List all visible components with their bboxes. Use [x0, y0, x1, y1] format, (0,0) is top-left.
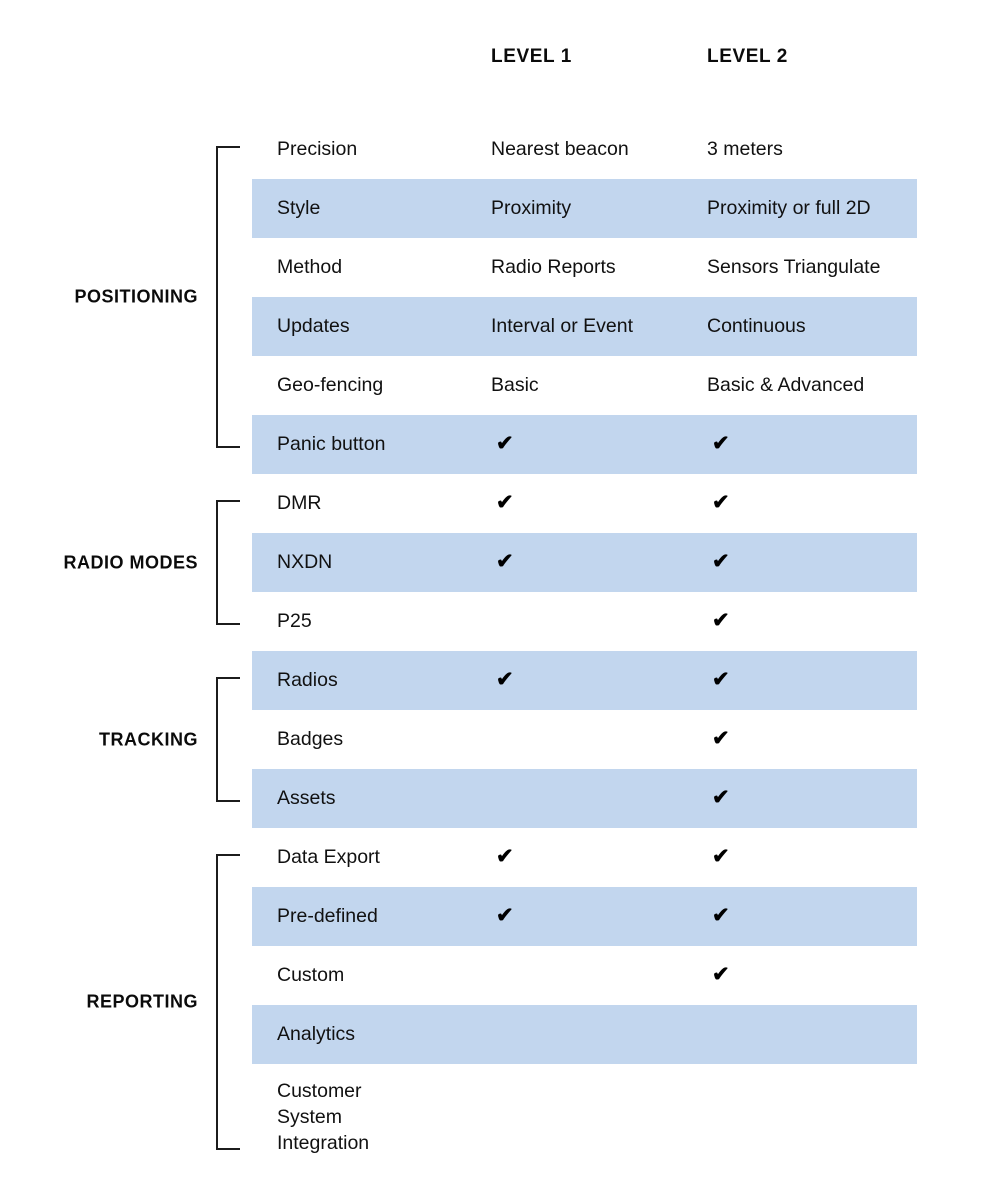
column-headers: LEVEL 1 LEVEL 2	[0, 46, 1000, 76]
column-header-level-2: LEVEL 2	[707, 46, 788, 67]
group-reporting: REPORTING	[0, 854, 260, 1150]
row-highlight-band	[252, 946, 917, 1005]
checkmark-icon: ✔	[496, 668, 514, 691]
feature-label: Geo-fencing	[277, 374, 384, 396]
checkmark-icon: ✔	[712, 963, 730, 986]
value-cell: Interval or Event	[491, 315, 633, 337]
group-label: POSITIONING	[74, 286, 198, 307]
value-cell: Proximity or full 2D	[707, 197, 871, 219]
feature-label: Badges	[277, 728, 344, 750]
row-highlight-band	[252, 415, 917, 474]
feature-label: P25	[277, 610, 312, 632]
value-cell: Proximity	[491, 197, 572, 219]
row-highlight-band	[252, 592, 917, 651]
column-header-level-1: LEVEL 1	[491, 46, 572, 67]
table-row: Analytics	[0, 1005, 1000, 1064]
feature-label: Analytics	[277, 1023, 356, 1045]
group-radio-modes: RADIO MODES	[0, 500, 260, 625]
feature-label: Radios	[277, 669, 338, 691]
checkmark-icon: ✔	[496, 491, 514, 514]
value-cell: Continuous	[707, 315, 806, 337]
value-cell: Basic & Advanced	[707, 374, 865, 396]
value-cell: Radio Reports	[491, 256, 616, 278]
checkmark-icon: ✔	[712, 786, 730, 809]
group-label: TRACKING	[99, 729, 198, 749]
table-row: Style Proximity Proximity or full 2D	[0, 179, 1000, 238]
value-cell: Basic	[491, 374, 539, 396]
table-row: Geo-fencing Basic Basic & Advanced	[0, 356, 1000, 415]
feature-label: Pre-defined	[277, 905, 378, 927]
row-highlight-band	[252, 297, 917, 356]
feature-label: Precision	[277, 138, 358, 160]
group-bracket	[216, 854, 240, 1150]
row-highlight-band	[252, 651, 917, 710]
feature-label: Updates	[277, 315, 350, 337]
table-row: Data Export ✔ ✔	[0, 828, 1000, 887]
feature-label: Custom	[277, 964, 345, 986]
group-bracket-rail: POSITIONING RADIO MODES TRACKING REPORTING	[0, 120, 260, 1180]
group-label: REPORTING	[86, 991, 198, 1012]
table-row: Radios ✔ ✔	[0, 651, 1000, 710]
row-highlight-band	[252, 887, 917, 946]
table-row: Method Radio Reports Sensors Triangulate	[0, 238, 1000, 297]
row-highlight-band	[252, 474, 917, 533]
value-cell: Sensors Triangulate	[707, 256, 881, 278]
feature-label: Data Export	[277, 846, 380, 868]
table-row: Updates Interval or Event Continuous	[0, 297, 1000, 356]
group-positioning: POSITIONING	[0, 146, 260, 448]
row-highlight-band	[252, 710, 917, 769]
feature-label: Assets	[277, 787, 336, 809]
table-row: Pre-defined ✔ ✔	[0, 887, 1000, 946]
group-label: RADIO MODES	[63, 552, 198, 572]
table-row: Assets ✔	[0, 769, 1000, 828]
feature-label: Style	[277, 197, 321, 219]
checkmark-icon: ✔	[712, 550, 730, 573]
table-row: Panic button ✔ ✔	[0, 415, 1000, 474]
table-row: NXDN ✔ ✔	[0, 533, 1000, 592]
table-row: P25 ✔	[0, 592, 1000, 651]
row-highlight-band	[252, 533, 917, 592]
table-row: Badges ✔	[0, 710, 1000, 769]
checkmark-icon: ✔	[712, 609, 730, 632]
group-bracket	[216, 677, 240, 802]
row-highlight-band	[252, 1005, 917, 1064]
table-row: Custom ✔	[0, 946, 1000, 1005]
checkmark-icon: ✔	[496, 904, 514, 927]
feature-label: Customer System Integration	[277, 1080, 370, 1154]
table-row: Precision Nearest beacon 3 meters	[0, 120, 1000, 179]
feature-label: DMR	[277, 492, 322, 514]
feature-label: Panic button	[277, 433, 386, 455]
checkmark-icon: ✔	[496, 845, 514, 868]
checkmark-icon: ✔	[712, 727, 730, 750]
checkmark-icon: ✔	[496, 432, 514, 455]
checkmark-icon: ✔	[712, 668, 730, 691]
table-row: DMR ✔ ✔	[0, 474, 1000, 533]
group-bracket	[216, 146, 240, 448]
checkmark-icon: ✔	[712, 432, 730, 455]
row-highlight-band	[252, 179, 917, 238]
feature-label: Method	[277, 256, 343, 278]
value-cell: 3 meters	[707, 138, 783, 160]
feature-label: NXDN	[277, 551, 333, 573]
checkmark-icon: ✔	[712, 904, 730, 927]
checkmark-icon: ✔	[496, 550, 514, 573]
row-highlight-band	[252, 769, 917, 828]
group-bracket	[216, 500, 240, 625]
group-tracking: TRACKING	[0, 677, 260, 802]
table-row: Customer System Integration	[0, 1064, 1000, 1176]
checkmark-icon: ✔	[712, 491, 730, 514]
checkmark-icon: ✔	[712, 845, 730, 868]
value-cell: Nearest beacon	[491, 138, 629, 160]
